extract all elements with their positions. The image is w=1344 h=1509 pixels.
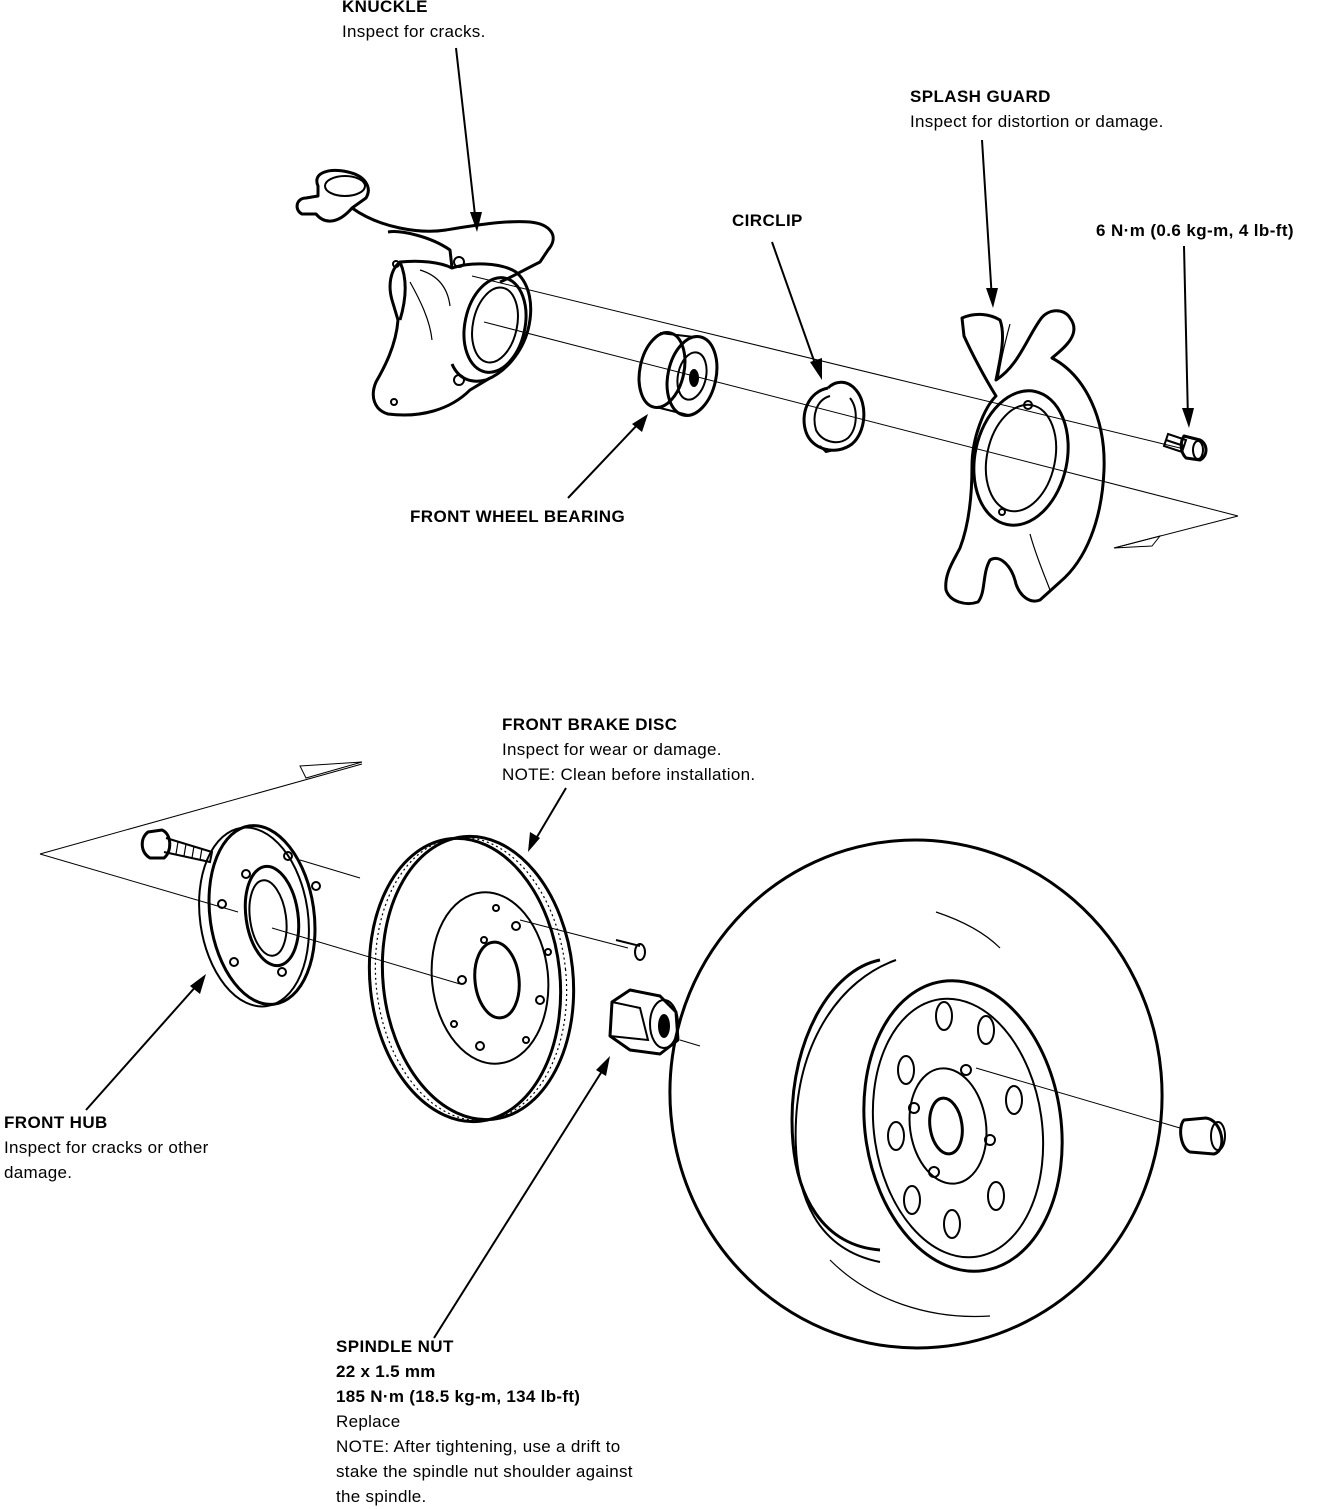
leader-lines <box>85 47 1194 1339</box>
spindle-nut-label: SPINDLE NUT 22 x 1.5 mm 185 N·m (18.5 kg… <box>336 1337 633 1506</box>
splash-guard-part <box>944 309 1106 605</box>
hub-bolt-part <box>140 828 214 864</box>
spindle-nut-part <box>608 988 680 1056</box>
splash-bolt-torque-label: 6 N·m (0.6 kg-m, 4 lb-ft) <box>1096 221 1294 240</box>
front-wheel-bearing-part <box>637 331 719 417</box>
front-hub-part <box>198 824 321 1008</box>
lug-nut-part <box>1179 1116 1226 1156</box>
front-wheel-bearing-label: FRONT WHEEL BEARING <box>410 507 626 526</box>
knuckle-label: KNUCKLE Inspect for cracks. <box>342 0 486 41</box>
circlip-label: CIRCLIP <box>732 211 803 230</box>
bottom-axis-lines <box>39 761 1181 1129</box>
top-axis-lines <box>471 275 1239 549</box>
disc-screw-part <box>615 939 646 961</box>
splash-guard-label: SPLASH GUARD Inspect for distortion or d… <box>910 87 1164 131</box>
front-hub-label: FRONT HUB Inspect for cracks or other da… <box>4 1113 209 1182</box>
wheel-and-tire-part <box>668 838 1164 1350</box>
knuckle-part <box>295 169 555 417</box>
splash-guard-bolt-part <box>1162 432 1208 462</box>
front-brake-disc-part <box>367 834 576 1124</box>
front-brake-disc-label: FRONT BRAKE DISC Inspect for wear or dam… <box>502 715 756 784</box>
